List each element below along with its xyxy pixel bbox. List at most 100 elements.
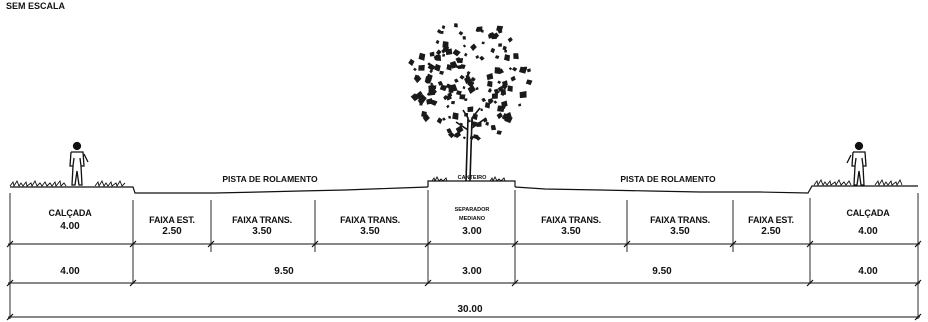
tree-leaf <box>475 54 480 59</box>
lane-label: CALÇADA <box>48 208 92 218</box>
tree-leaf <box>470 43 477 51</box>
tree-leaf <box>442 54 446 57</box>
lane-label: FAIXA TRANS. <box>340 215 400 225</box>
tree-leaf <box>510 75 516 82</box>
tree-leaf <box>464 76 472 85</box>
tree-leaf <box>466 71 471 75</box>
tree-leaf <box>422 114 430 123</box>
tree-leaf <box>426 98 433 105</box>
tree-leaf <box>451 101 455 105</box>
label-median: CANTEIRO <box>458 175 487 181</box>
tree-leaf <box>491 93 498 99</box>
tree-leaf <box>427 63 436 71</box>
tree-leaf <box>494 67 501 75</box>
tree-icon <box>408 23 533 182</box>
subtotal-values: 4.00 9.50 3.00 9.50 4.00 <box>60 266 878 277</box>
lane-value: 3.50 <box>360 226 380 237</box>
tree-leaf <box>448 115 452 119</box>
tree-leaf <box>525 79 533 86</box>
tree-leaf <box>464 98 468 102</box>
pedestrian-icon <box>846 141 867 186</box>
tree-leaf <box>501 113 510 122</box>
tree-leaf <box>413 74 420 82</box>
tree-leaf <box>449 61 458 69</box>
tree-leaf <box>418 64 425 71</box>
tree-leaf <box>485 121 489 126</box>
tree-leaf <box>425 73 433 82</box>
tree-leaf <box>446 64 452 71</box>
tree-leaf <box>455 125 464 134</box>
tree-leaf <box>445 48 453 56</box>
tree-leaf <box>494 55 500 60</box>
lane-label: FAIXA TRANS. <box>232 215 292 225</box>
tree-leaf <box>435 49 442 56</box>
tree-leaf <box>441 25 446 30</box>
tree-leaf <box>467 106 474 112</box>
lane-value: 4.00 <box>60 221 80 232</box>
tree-leaf <box>452 49 461 57</box>
tree-leaf <box>508 67 513 71</box>
tree-leaf <box>467 85 476 94</box>
pedestrian-icon <box>69 141 89 186</box>
tree-leaf <box>428 88 436 96</box>
subtotal-value: 9.50 <box>274 266 294 277</box>
tree-leaf <box>496 112 503 120</box>
tree-leaf <box>475 86 479 91</box>
tree-leaf <box>523 66 528 70</box>
lane-value: 3.00 <box>462 226 482 237</box>
tree-leaf <box>434 63 441 72</box>
tree-leaf <box>498 43 503 47</box>
tree-leaf <box>490 33 497 40</box>
tree-leaf <box>471 77 475 81</box>
tree-leaf <box>463 52 468 57</box>
tree-leaf <box>518 103 522 107</box>
tree-leaf <box>512 66 518 72</box>
tree-leaf <box>459 94 466 100</box>
tree-leaf <box>459 122 463 127</box>
tree-leaf <box>457 58 464 64</box>
tree-leaf <box>497 86 503 92</box>
tree-leaf <box>433 55 437 60</box>
tree-leaf <box>462 36 466 40</box>
total-width: 30.00 <box>457 304 482 315</box>
tree-leaf <box>439 70 445 75</box>
tree-leaf <box>470 119 474 122</box>
tree-leaf <box>469 135 474 140</box>
lane-value: 3.50 <box>561 226 581 237</box>
tree-leaf <box>410 93 420 102</box>
lane-value: 3.50 <box>252 226 272 237</box>
tree-leaf <box>436 117 443 125</box>
tree-leaf <box>439 84 448 92</box>
tree-leaf <box>513 53 519 60</box>
tree-leaf <box>482 117 488 123</box>
tree-leaf <box>452 112 459 120</box>
tree-leaf <box>481 97 487 103</box>
lane-label: MEDIANO <box>459 216 486 222</box>
tree-leaf <box>454 131 462 139</box>
tree-leaf <box>413 67 417 72</box>
tree-leaf <box>470 121 477 127</box>
dimension-ticks <box>6 240 922 321</box>
tree-leaf <box>445 83 452 89</box>
tree-leaf <box>442 117 446 121</box>
tree-leaf <box>441 48 446 54</box>
tree-leaf <box>418 94 427 104</box>
tree-leaf <box>466 119 471 123</box>
tree-leaf <box>490 124 497 131</box>
subtotal-value: 3.00 <box>462 266 482 277</box>
lane-value: 4.00 <box>858 226 878 237</box>
tree-leaf <box>526 68 531 73</box>
tree-leaf <box>467 79 475 88</box>
tree-leaf <box>464 112 469 117</box>
tree-leaf <box>462 136 467 140</box>
tree-leaf <box>504 50 508 53</box>
tree-leaf <box>496 130 502 135</box>
tree-leaf <box>501 83 508 90</box>
tree-leaf <box>458 31 464 36</box>
subtotal-value: 4.00 <box>858 266 878 277</box>
tree-leaf <box>418 52 426 61</box>
grass-icon <box>9 175 903 188</box>
tree-leaf <box>497 80 502 84</box>
